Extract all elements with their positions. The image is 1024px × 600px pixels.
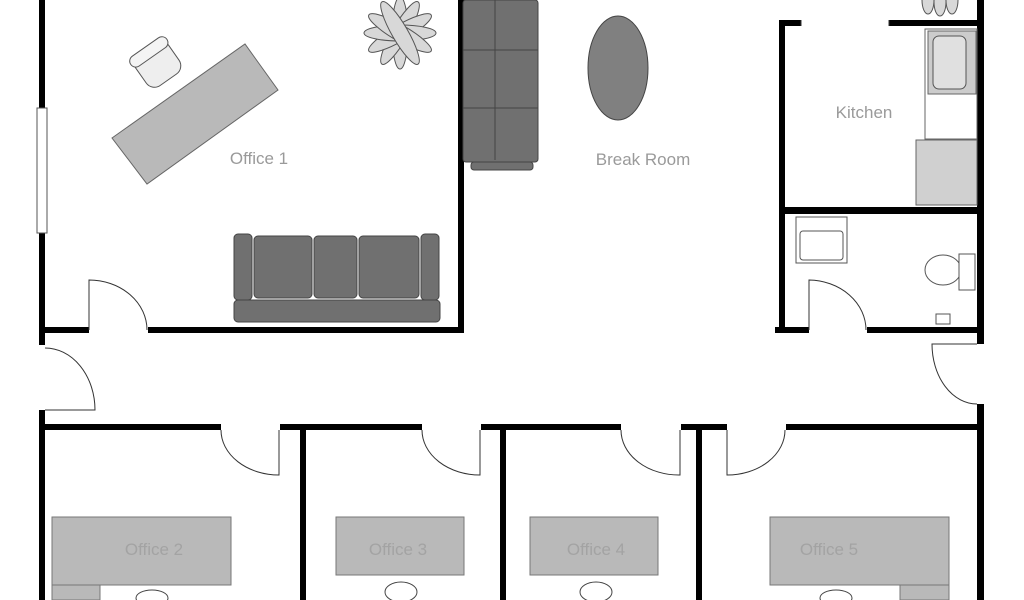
kitchen-opening — [800, 20, 890, 26]
wall — [867, 327, 981, 333]
chair-icon — [135, 589, 169, 600]
toilet-icon — [924, 254, 962, 286]
plant-icon — [363, 0, 437, 70]
room-label-office1: Office 1 — [229, 149, 289, 168]
doors — [44, 20, 978, 476]
room-label-kitchen: Kitchen — [835, 103, 893, 122]
room-label-office2: Office 2 — [124, 540, 184, 559]
bathroom-fixtures — [795, 216, 976, 325]
chairs — [135, 581, 853, 600]
table — [587, 15, 649, 121]
wall — [779, 207, 981, 214]
wall — [696, 424, 702, 600]
chair-icon — [129, 36, 182, 88]
door-bathroom[interactable] — [808, 279, 867, 331]
office1-furniture — [111, 0, 441, 323]
office-desks — [51, 516, 950, 600]
plant-icon — [921, 0, 959, 17]
desk — [111, 43, 279, 185]
desk — [335, 516, 465, 576]
wall — [148, 327, 464, 333]
room-label-office4: Office 4 — [566, 540, 626, 559]
desk-return — [899, 584, 950, 600]
wall — [500, 424, 506, 600]
wall — [977, 0, 984, 344]
wall — [779, 20, 785, 333]
wall — [300, 424, 306, 600]
walls — [39, 0, 984, 600]
desk — [529, 516, 659, 576]
desk-return — [51, 584, 101, 600]
room-label-office3: Office 3 — [368, 540, 428, 559]
sofa-icon — [462, 0, 539, 171]
chair-icon — [819, 589, 853, 600]
desk — [51, 516, 232, 586]
door-office5[interactable] — [726, 429, 786, 476]
wall — [280, 424, 422, 430]
paper-holder-icon — [935, 313, 951, 325]
wall — [977, 404, 984, 600]
wall — [458, 0, 464, 333]
kitchen-furniture — [915, 28, 978, 206]
chair-icon — [384, 581, 418, 600]
break-room-furniture — [462, 0, 959, 171]
wall — [39, 410, 45, 600]
wall — [775, 327, 809, 333]
chair-icon — [579, 581, 613, 600]
door-office3[interactable] — [421, 429, 481, 476]
sink-basin — [932, 35, 967, 90]
wall — [39, 327, 89, 333]
door-left-entrance[interactable] — [44, 347, 96, 411]
sofa-icon — [233, 233, 441, 323]
wall — [39, 0, 45, 108]
wall — [786, 424, 984, 430]
door-office2[interactable] — [220, 429, 280, 476]
wall — [779, 20, 801, 26]
fridge-icon — [915, 139, 978, 206]
door-office4[interactable] — [620, 429, 681, 476]
wall — [481, 424, 621, 430]
room-label-break-room: Break Room — [595, 150, 691, 169]
wall — [39, 233, 45, 345]
wall — [889, 20, 981, 26]
window — [36, 107, 48, 234]
door-right-entrance[interactable] — [931, 343, 978, 405]
room-label-office5: Office 5 — [799, 540, 859, 559]
desk — [769, 516, 950, 586]
wall — [39, 424, 221, 430]
door-office1[interactable] — [88, 279, 148, 331]
wall — [681, 424, 727, 430]
